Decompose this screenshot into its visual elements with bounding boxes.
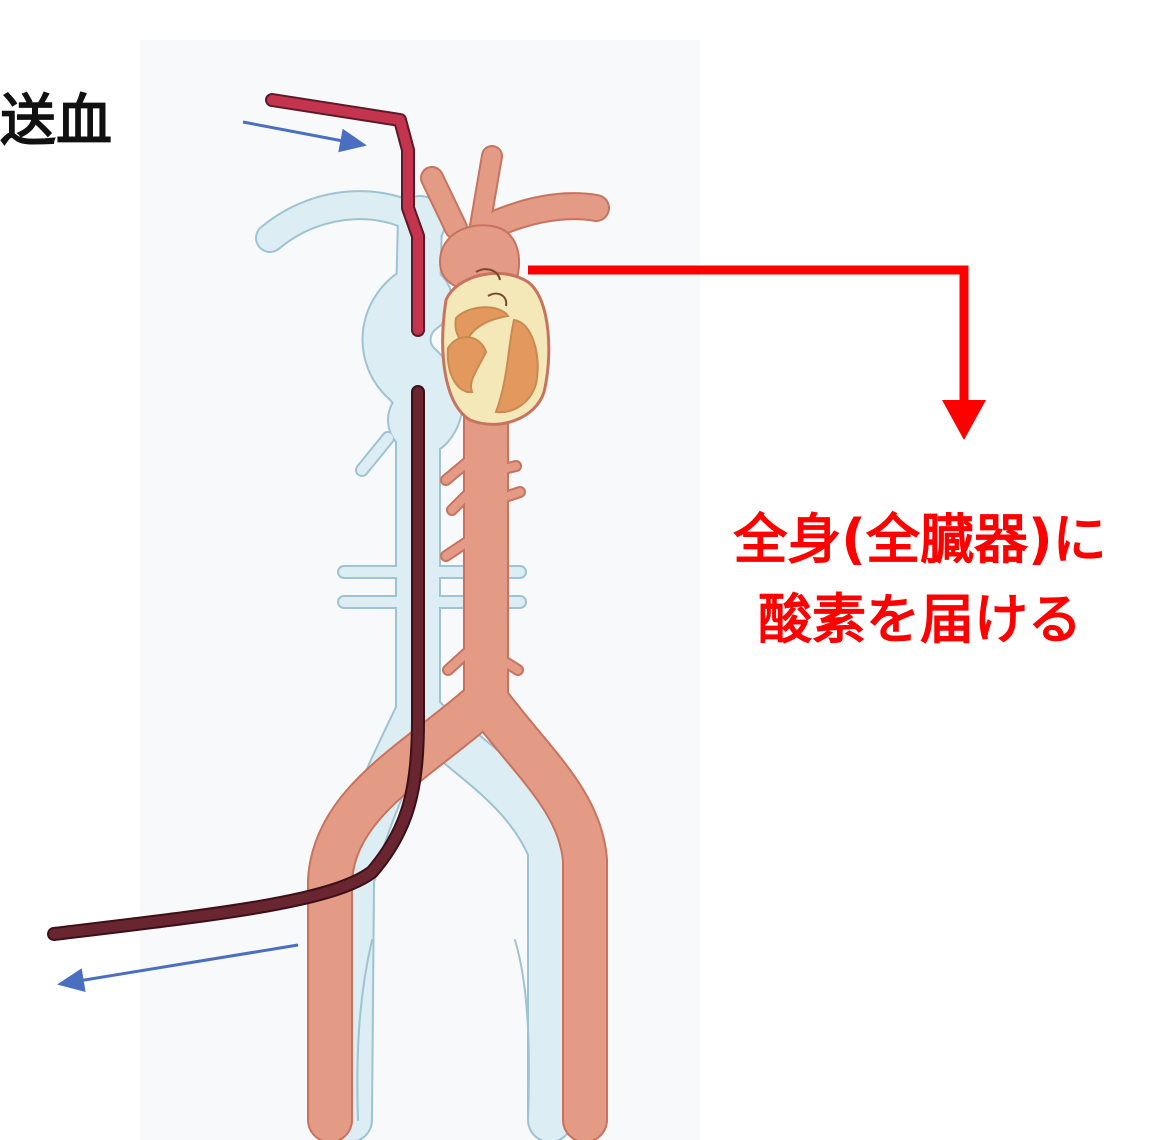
heart (443, 269, 549, 424)
callout-line-2: 酸素を届ける (690, 580, 1150, 660)
inflow-label: 送血 (0, 76, 112, 157)
callout-line-1: 全身(全臓器)に (690, 500, 1150, 580)
oxygen-delivery-callout: 全身(全臓器)に 酸素を届ける (690, 500, 1150, 660)
